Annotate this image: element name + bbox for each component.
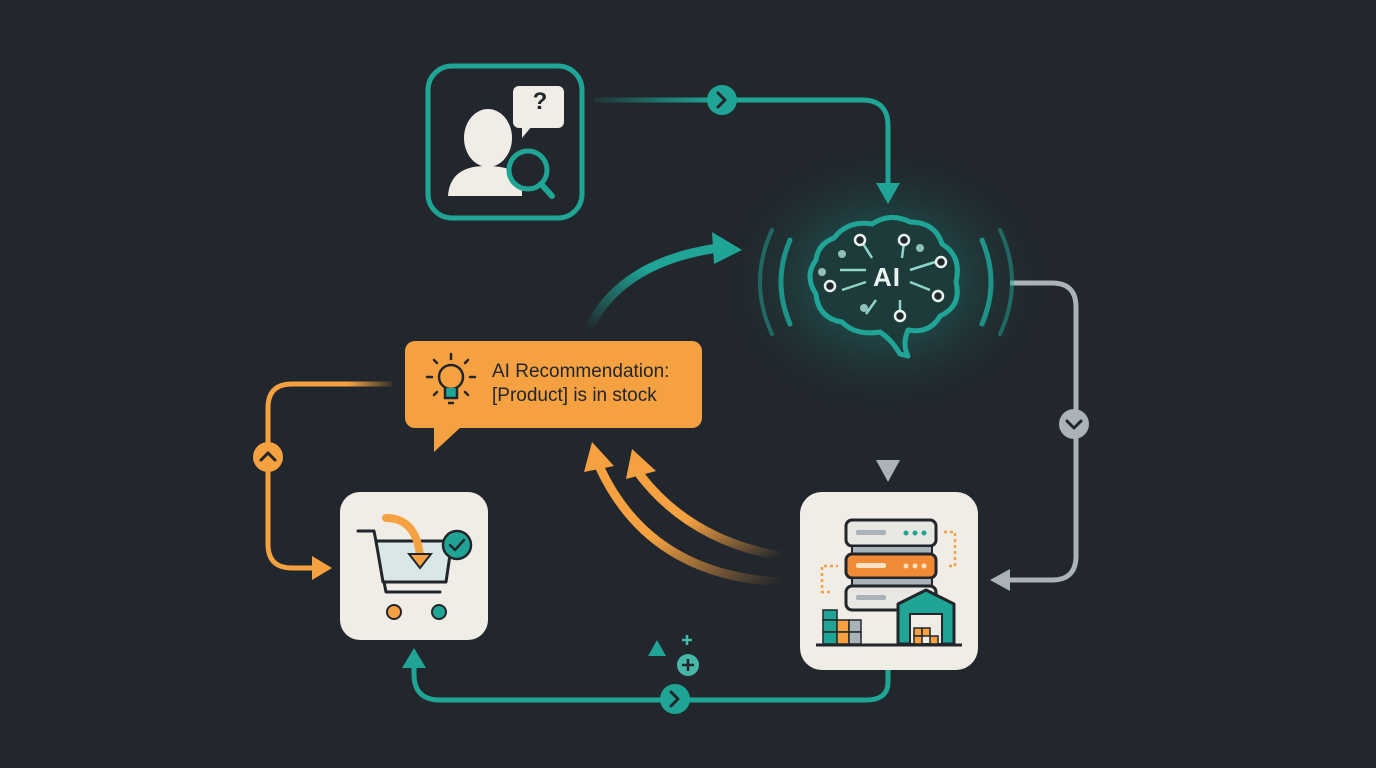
node-ai-engine[interactable] xyxy=(758,215,1014,359)
node-customer-query[interactable] xyxy=(425,63,585,221)
node-cart[interactable] xyxy=(340,492,488,640)
recommendation-text: AI Recommendation: [Product] is in stock xyxy=(492,360,669,408)
ai-label: AI xyxy=(873,262,901,292)
question-bubble-icon xyxy=(513,86,564,138)
edge-inventory-to-recommendation xyxy=(584,442,785,587)
brain-circuit-icon xyxy=(807,215,960,359)
recommendation-body: [Product] is in stock xyxy=(492,385,657,406)
question-mark-label: ? xyxy=(532,88,548,115)
edge-ai-to-inventory-loop xyxy=(990,280,1089,591)
restock-plus-icon xyxy=(648,635,699,676)
signal-waves-icon xyxy=(758,228,1014,336)
edge-recommendation-to-ai xyxy=(583,232,742,335)
chevron-down-icon xyxy=(1059,409,1089,439)
chevron-right-icon xyxy=(707,85,737,115)
chevron-right-icon xyxy=(660,684,690,714)
boxes-icon xyxy=(822,609,862,645)
check-circle-icon xyxy=(441,529,473,561)
lightbulb-icon xyxy=(425,352,477,405)
curved-arrow-down-icon xyxy=(382,514,434,570)
node-inventory[interactable] xyxy=(800,492,978,670)
chevron-up-icon xyxy=(253,442,283,472)
recommendation-title: AI Recommendation: xyxy=(492,361,670,382)
edge-ai-to-inventory-direct xyxy=(876,365,900,482)
edge-query-to-ai xyxy=(594,85,900,204)
recommendation-callout xyxy=(405,341,702,452)
sync-arrows-icon xyxy=(820,530,957,594)
edge-inventory-to-cart xyxy=(402,635,891,714)
user-search-icon xyxy=(448,109,555,199)
edge-recommendation-to-cart xyxy=(253,381,392,580)
